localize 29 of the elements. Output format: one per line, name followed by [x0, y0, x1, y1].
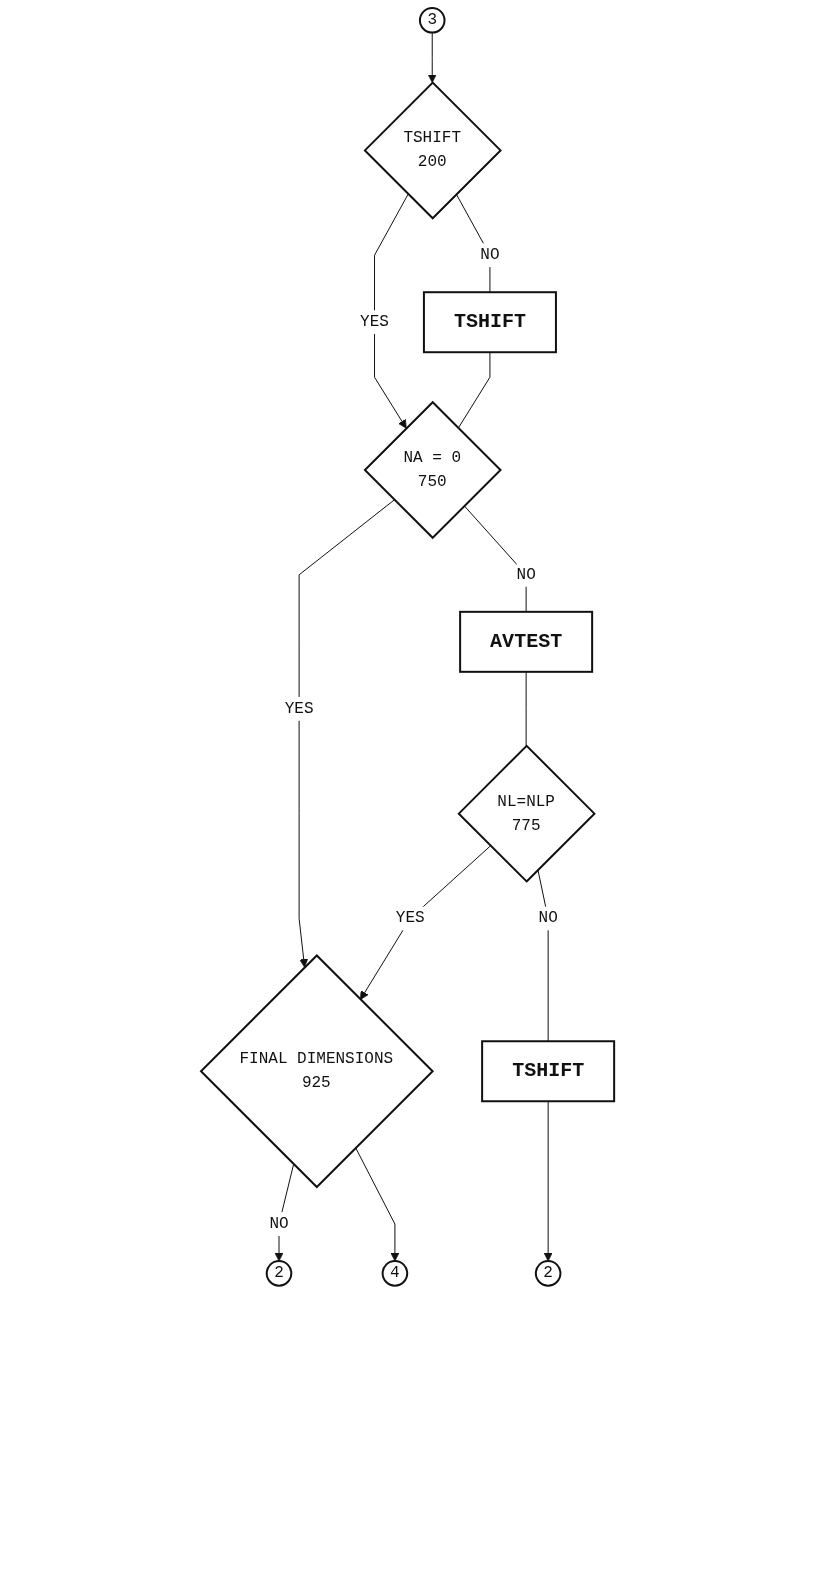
node-box: AVTEST [459, 610, 594, 673]
arrow [373, 193, 409, 429]
node-diamond: NL=NLP 775 [457, 744, 596, 883]
edge-label: NO [480, 246, 500, 265]
node-circle: 3 [418, 7, 446, 34]
arrow [298, 499, 395, 968]
node-diamond: TSHIFT 200 [363, 81, 502, 220]
connector [537, 869, 549, 1042]
edge-label: NO [269, 1215, 289, 1234]
edge-label: NO [538, 909, 558, 928]
arrow [274, 1163, 294, 1262]
connector [525, 671, 527, 747]
edge-label: YES [284, 699, 314, 718]
node-box: TSHIFT [422, 291, 557, 354]
edge-label: YES [360, 313, 389, 332]
arrow [427, 32, 437, 83]
edge-label: NO [516, 565, 536, 584]
node-circle: 2 [265, 1260, 293, 1287]
connector [463, 505, 527, 613]
arrow [543, 1100, 553, 1262]
node-circle: 2 [534, 1260, 562, 1287]
node-box: TSHIFT [481, 1040, 616, 1103]
node-diamond: NA = 0 750 [363, 400, 502, 540]
arrow [359, 845, 491, 1000]
node-circle: 4 [381, 1260, 409, 1287]
edge-label: YES [395, 909, 425, 928]
arrow [355, 1147, 400, 1262]
connector [457, 351, 491, 429]
node-diamond: FINAL DIMENSIONS 925 [199, 954, 434, 1189]
